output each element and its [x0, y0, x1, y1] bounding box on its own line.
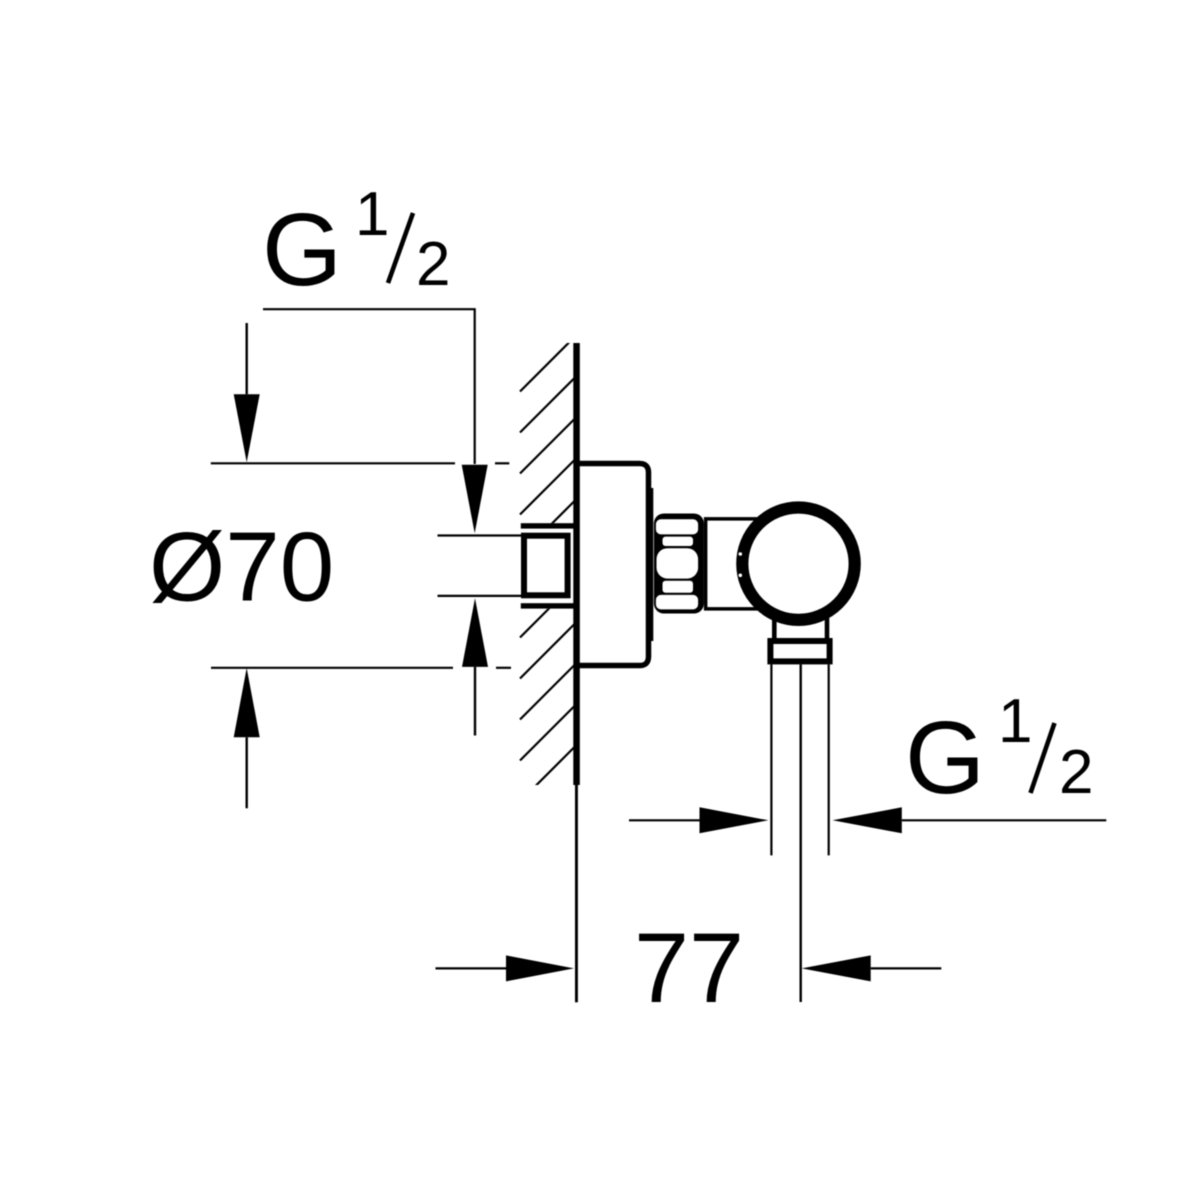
svg-text:G: G [262, 192, 342, 307]
svg-text:1: 1 [355, 180, 389, 249]
svg-text:Ø70: Ø70 [149, 512, 334, 622]
svg-text:2: 2 [1059, 738, 1093, 807]
svg-text:2: 2 [416, 230, 450, 299]
svg-text:G: G [905, 700, 985, 815]
svg-text:77: 77 [634, 912, 744, 1023]
svg-text:1: 1 [998, 687, 1032, 756]
